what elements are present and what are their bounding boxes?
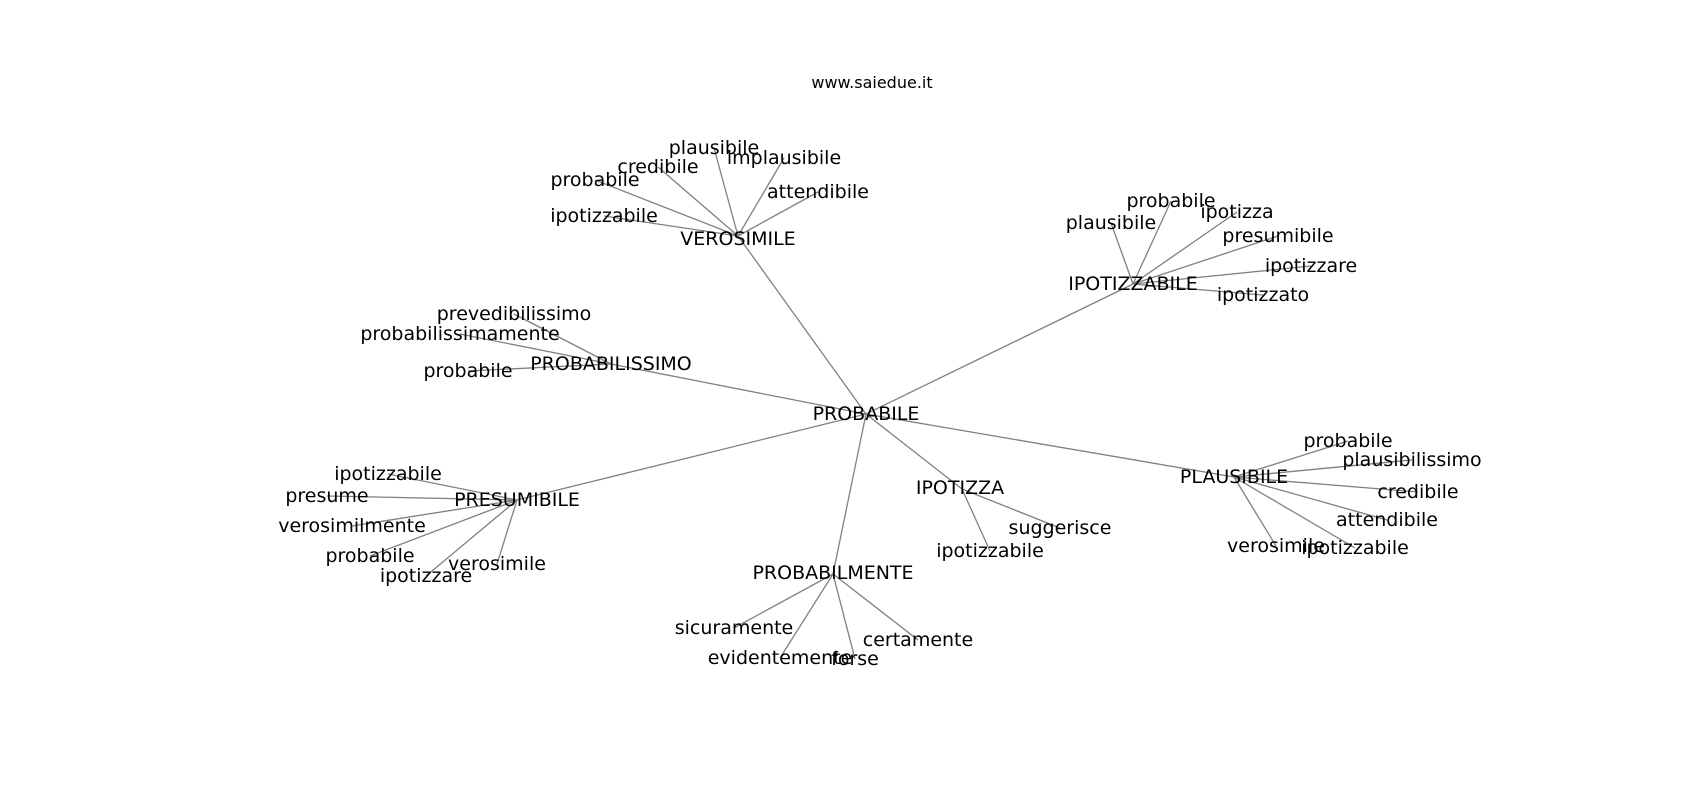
edge-hub-to-leaf bbox=[961, 488, 991, 552]
edge-hub-to-leaf bbox=[1132, 235, 1279, 285]
leaf-node-label: verosimile bbox=[1227, 535, 1325, 557]
leaf-node-label: prevedibilissimo bbox=[437, 303, 592, 325]
edge-hub-to-leaf bbox=[1110, 222, 1134, 285]
leaf-node-label: credibile bbox=[1377, 481, 1458, 503]
labels-layer: www.saiedue.it PROBABILE VEROSIMILE plausi… bbox=[278, 73, 1481, 670]
leaf-node-label: plausibile bbox=[669, 137, 760, 159]
edge-hub-to-leaf bbox=[513, 313, 612, 365]
leaf-node-label: credibile bbox=[617, 156, 698, 178]
edge-root-to-hub bbox=[865, 283, 1134, 415]
edge-hub-to-leaf bbox=[425, 499, 518, 577]
edge-root-to-hub bbox=[610, 363, 867, 415]
leaf-node-label: ipotizzare bbox=[380, 565, 472, 587]
edge-hub-to-leaf bbox=[832, 573, 919, 641]
leaf-node-label: probabile bbox=[550, 169, 639, 191]
edge-hub-to-leaf bbox=[737, 191, 819, 237]
leaf-node-label: presumibile bbox=[1222, 225, 1333, 247]
leaf-node-label: probabilissimamente bbox=[360, 323, 559, 345]
edge-hub-to-leaf bbox=[1132, 200, 1172, 285]
leaf-node-label: presume bbox=[285, 485, 368, 507]
edge-hub-to-leaf bbox=[1233, 476, 1419, 493]
leaf-node-label: verosimilmente bbox=[278, 515, 426, 537]
leaf-node-label: plausibilissimo bbox=[1342, 449, 1481, 471]
root-node-label: PROBABILE bbox=[813, 403, 920, 425]
edge-hub-to-leaf bbox=[1132, 211, 1238, 285]
edge-hub-to-leaf bbox=[369, 499, 518, 557]
leaf-node-label: probabile bbox=[325, 545, 414, 567]
edge-root-to-hub bbox=[516, 413, 867, 501]
edge-hub-to-leaf bbox=[1132, 265, 1312, 285]
edge-hub-to-leaf bbox=[1233, 459, 1413, 478]
leaf-node-label: implausibile bbox=[727, 147, 841, 169]
leaf-node-label: ipotizzabile bbox=[550, 205, 658, 227]
edge-hub-to-leaf bbox=[467, 363, 612, 372]
edge-root-to-hub bbox=[865, 413, 963, 490]
edge-hub-to-leaf bbox=[1233, 476, 1388, 521]
edge-root-to-hub bbox=[832, 413, 867, 575]
leaf-node-label: ipotizzare bbox=[1265, 255, 1357, 277]
edge-root-to-hub bbox=[737, 235, 867, 415]
hub-node-label: IPOTIZZA bbox=[916, 477, 1004, 499]
edge-hub-to-leaf bbox=[961, 488, 1061, 529]
leaf-node-label: attendibile bbox=[767, 181, 869, 203]
edge-hub-to-leaf bbox=[496, 499, 518, 565]
edge-hub-to-leaf bbox=[657, 166, 739, 237]
hub-node-label: PROBABILISSIMO bbox=[530, 353, 692, 375]
edge-hub-to-leaf bbox=[779, 573, 834, 659]
hub-node-label: PROBABILMENTE bbox=[752, 562, 913, 584]
edge-hub-to-leaf bbox=[1233, 476, 1356, 549]
edge-hub-to-leaf bbox=[733, 573, 834, 629]
edge-hub-to-leaf bbox=[713, 147, 739, 237]
leaf-node-label: probabile bbox=[423, 360, 512, 382]
edge-hub-to-leaf bbox=[351, 499, 518, 527]
leaf-node-label: ipotizza bbox=[1200, 201, 1273, 223]
hub-node-label: IPOTIZZABILE bbox=[1068, 273, 1197, 295]
edge-hub-to-leaf bbox=[1233, 440, 1349, 478]
edge-hub-to-leaf bbox=[594, 179, 739, 237]
leaf-node-label: ipotizzabile bbox=[936, 540, 1044, 562]
leaf-node-label: plausibile bbox=[1066, 212, 1157, 234]
leaf-node-label: sicuramente bbox=[675, 617, 794, 639]
leaf-node-label: ipotizzabile bbox=[334, 463, 442, 485]
hub-node-label: PLAUSIBILE bbox=[1180, 466, 1288, 488]
watermark-title: www.saiedue.it bbox=[811, 73, 932, 92]
leaf-node-label: attendibile bbox=[1336, 509, 1438, 531]
leaf-node-label: certamente bbox=[863, 629, 973, 651]
hub-node-label: PRESUMIBILE bbox=[454, 489, 580, 511]
leaf-node-label: suggerisce bbox=[1009, 517, 1112, 539]
hub-node-label: VEROSIMILE bbox=[680, 228, 795, 250]
leaf-node-label: ipotizzato bbox=[1217, 284, 1309, 306]
edge-hub-to-leaf bbox=[737, 157, 785, 237]
edge-hub-to-leaf bbox=[1132, 283, 1264, 296]
leaf-node-label: probabile bbox=[1126, 190, 1215, 212]
edge-hub-to-leaf bbox=[387, 473, 518, 501]
edge-hub-to-leaf bbox=[832, 573, 856, 660]
leaf-node-label: probabile bbox=[1303, 430, 1392, 452]
leaf-node-label: forse bbox=[831, 648, 879, 670]
edge-hub-to-leaf bbox=[326, 495, 518, 501]
edge-hub-to-leaf bbox=[603, 215, 739, 237]
edges-layer bbox=[326, 147, 1419, 660]
edge-hub-to-leaf bbox=[459, 333, 612, 365]
leaf-node-label: evidentemente bbox=[708, 647, 853, 669]
edge-hub-to-leaf bbox=[1233, 476, 1277, 547]
edge-root-to-hub bbox=[865, 413, 1235, 478]
leaf-node-label: verosimile bbox=[448, 553, 546, 575]
leaf-node-label: ipotizzabile bbox=[1301, 537, 1409, 559]
